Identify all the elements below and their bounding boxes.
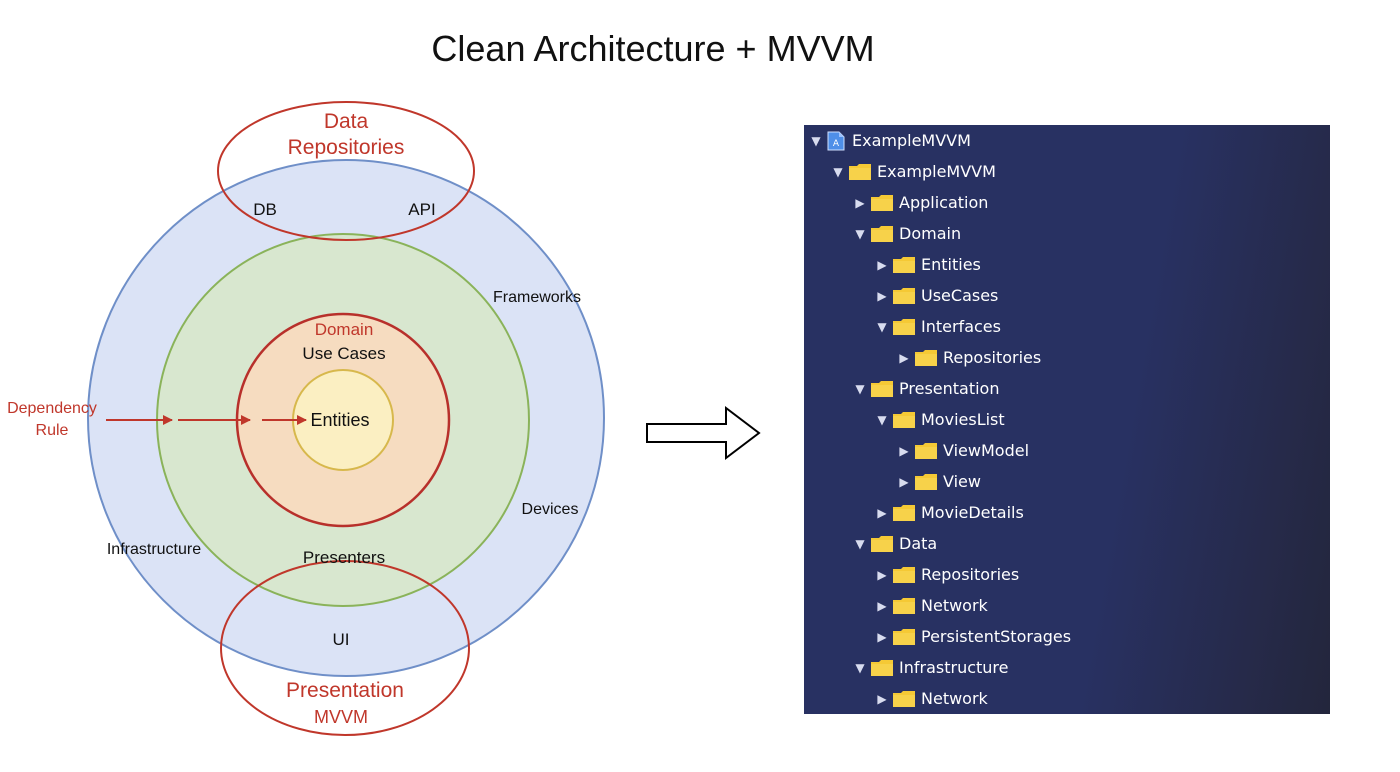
tree-item-label: MovieDetails	[921, 503, 1024, 522]
presentation-ellipse	[220, 560, 470, 736]
folder-icon	[893, 287, 915, 304]
tree-row[interactable]: ▶ Network	[876, 590, 988, 621]
disclosure-expanded-icon[interactable]: ▼	[855, 660, 865, 675]
tree-item-label: Network	[921, 596, 988, 615]
tree-row[interactable]: ▶ Network	[876, 683, 988, 714]
folder-icon	[871, 659, 893, 676]
api-label: API	[408, 200, 435, 219]
folder-icon	[871, 535, 893, 552]
tree-item-label: Domain	[899, 224, 962, 243]
tree-row[interactable]: ▶ Application	[854, 187, 988, 218]
tree-item-label: View	[943, 472, 981, 491]
data-label: Data	[324, 110, 369, 133]
mvvm-label: MVVM	[314, 707, 368, 727]
tree-row[interactable]: ▶ PersistentStorages	[876, 621, 1071, 652]
tree-item-label: MoviesList	[921, 410, 1005, 429]
tree-item-label: Data	[899, 534, 938, 553]
folder-icon	[893, 504, 915, 521]
domain-label: Domain	[315, 320, 374, 339]
disclosure-expanded-icon[interactable]: ▼	[855, 536, 865, 551]
disclosure-collapsed-icon[interactable]: ▶	[877, 629, 887, 644]
folder-icon	[915, 473, 937, 490]
folder-icon	[871, 225, 893, 242]
tree-item-label: Entities	[921, 255, 981, 274]
disclosure-expanded-icon[interactable]: ▼	[855, 381, 865, 396]
presentation-label: Presentation	[286, 679, 404, 702]
clean-architecture-diagram: Data Repositories DB API Frameworks Doma…	[7, 101, 605, 736]
tree-row[interactable]: ▼ Data	[854, 528, 937, 559]
dependency-label: Dependency	[7, 400, 97, 417]
devices-label: Devices	[522, 501, 579, 518]
tree-row[interactable]: ▶ Repositories	[876, 559, 1019, 590]
folder-icon	[893, 411, 915, 428]
tree-item-label: UseCases	[921, 286, 999, 305]
folder-icon	[849, 163, 871, 180]
folder-icon	[893, 256, 915, 273]
disclosure-collapsed-icon[interactable]: ▶	[899, 350, 909, 365]
tree-row[interactable]: ▼ MoviesList	[876, 404, 1005, 435]
disclosure-collapsed-icon[interactable]: ▶	[877, 505, 887, 520]
tree-item-label: ExampleMVVM	[877, 162, 996, 181]
tree-item-label: Network	[921, 689, 988, 708]
tree-item-label: ViewModel	[943, 441, 1030, 460]
disclosure-expanded-icon[interactable]: ▼	[855, 226, 865, 241]
infrastructure-label: Infrastructure	[107, 541, 201, 558]
tree-item-label: ExampleMVVM	[852, 131, 971, 150]
right-arrow-icon	[646, 405, 761, 461]
xcode-project-icon: A	[827, 131, 845, 150]
db-label: DB	[253, 200, 277, 219]
tree-item-label: Application	[899, 193, 989, 212]
data-repositories-ellipse	[217, 101, 475, 241]
disclosure-collapsed-icon[interactable]: ▶	[877, 598, 887, 613]
disclosure-collapsed-icon[interactable]: ▶	[877, 288, 887, 303]
tree-item-label: Repositories	[921, 565, 1020, 584]
tree-row[interactable]: ▶ MovieDetails	[876, 497, 1024, 528]
tree-row[interactable]: ▶ Repositories	[898, 342, 1041, 373]
disclosure-expanded-icon[interactable]: ▼	[833, 164, 843, 179]
tree-item-label: Infrastructure	[899, 658, 1009, 677]
frameworks-label: Frameworks	[493, 289, 581, 306]
tree-row[interactable]: ▶ UseCases	[876, 280, 998, 311]
tree-row[interactable]: ▼ Infrastructure	[854, 652, 1008, 683]
repositories-label: Repositories	[288, 136, 405, 159]
disclosure-collapsed-icon[interactable]: ▶	[877, 691, 887, 706]
disclosure-collapsed-icon[interactable]: ▶	[877, 567, 887, 582]
rule-label: Rule	[36, 422, 69, 439]
tree-item-label: Repositories	[943, 348, 1042, 367]
page-title: Clean Architecture + MVVM	[431, 28, 875, 69]
folder-icon	[893, 566, 915, 583]
tree-row[interactable]: ▶ Entities	[876, 249, 981, 280]
disclosure-expanded-icon[interactable]: ▼	[811, 133, 821, 148]
folder-icon	[893, 628, 915, 645]
use-cases-label: Use Cases	[302, 344, 385, 363]
folder-icon	[893, 690, 915, 707]
tree-row[interactable]: ▼ Interfaces	[876, 311, 1001, 342]
tree-item-label: PersistentStorages	[921, 627, 1072, 646]
disclosure-collapsed-icon[interactable]: ▶	[899, 443, 909, 458]
folder-icon	[893, 318, 915, 335]
tree-row[interactable]: ▶ View	[898, 466, 981, 497]
disclosure-collapsed-icon[interactable]: ▶	[877, 257, 887, 272]
tree-row[interactable]: ▼ Domain	[854, 218, 961, 249]
entities-label: Entities	[310, 410, 369, 430]
tree-row[interactable]: ▼ Presentation	[854, 373, 999, 404]
disclosure-collapsed-icon[interactable]: ▶	[899, 474, 909, 489]
presenters-label: Presenters	[303, 548, 385, 567]
tree-row[interactable]: ▼ A ExampleMVVM	[810, 125, 971, 156]
svg-text:A: A	[833, 139, 840, 149]
disclosure-expanded-icon[interactable]: ▼	[877, 412, 887, 427]
ui-label: UI	[333, 630, 350, 649]
tree-row[interactable]: ▼ ExampleMVVM	[832, 156, 996, 187]
project-navigator: ▼ A ExampleMVVM ▼ ExampleMVVM ▶ Application ▼ Do…	[804, 125, 1330, 714]
tree-item-label: Presentation	[899, 379, 1000, 398]
folder-icon	[871, 380, 893, 397]
folder-icon	[893, 597, 915, 614]
tree-row[interactable]: ▶ ViewModel	[898, 435, 1029, 466]
disclosure-expanded-icon[interactable]: ▼	[877, 319, 887, 334]
tree-item-label: Interfaces	[921, 317, 1001, 336]
folder-icon	[915, 349, 937, 366]
disclosure-collapsed-icon[interactable]: ▶	[855, 195, 865, 210]
folder-icon	[915, 442, 937, 459]
folder-icon	[871, 194, 893, 211]
